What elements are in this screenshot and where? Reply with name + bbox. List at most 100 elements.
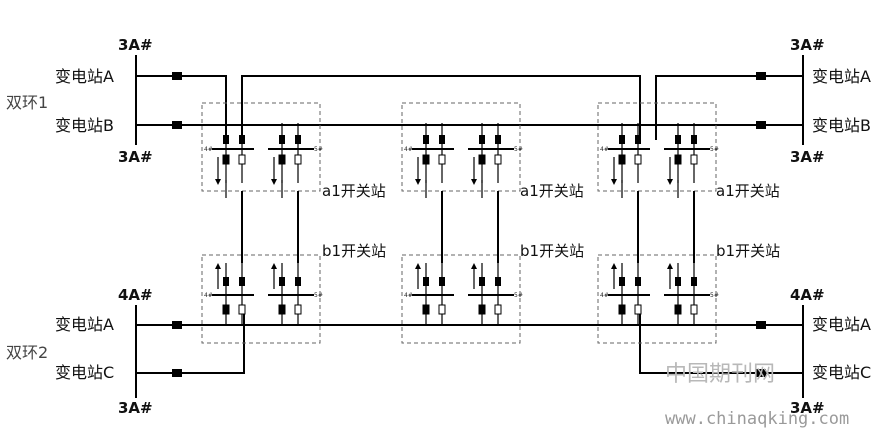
right-station-b: 变电站B	[812, 116, 871, 135]
watermark-chinese: 中国期刊网	[665, 362, 775, 387]
bay-breaker-bottom-b2-1	[438, 304, 446, 315]
arrow-down-icon-a3-1	[667, 179, 673, 185]
bay-breaker-top-a3-1	[635, 135, 641, 144]
bay-breaker-bottom-a2-2	[478, 154, 486, 165]
watermark-url: www.chinaqking.com	[665, 409, 849, 429]
bay-breaker-bottom-a3-0	[618, 154, 626, 165]
left-ring2-bus-bottom: 3A#	[118, 399, 153, 417]
arrow-up-icon-b3-0	[611, 263, 617, 269]
bay-breaker-top-b1-2	[279, 277, 285, 286]
breaker-left-c2	[172, 369, 182, 377]
bus-5-label-b1: 5#	[314, 292, 323, 299]
bay-breaker-bottom-b3-2	[674, 304, 682, 315]
left-ring2-bus-top: 4A#	[118, 286, 153, 304]
bus-4-label-a2: 4#	[404, 146, 413, 153]
bus-5-label-b3: 5#	[710, 292, 719, 299]
bay-breaker-bottom-a3-3	[690, 154, 698, 165]
breaker-right-a2	[756, 321, 766, 329]
left-station-c: 变电站C	[55, 363, 114, 382]
ring1-feeder-a-mid	[241, 75, 641, 140]
switch-station-frame-a3	[597, 102, 717, 192]
switch-station-frame-b2	[401, 254, 521, 344]
breaker-right-b1	[756, 121, 766, 129]
arrow-up-icon-b3-1	[667, 263, 673, 269]
station3-lower-label: b1开关站	[716, 242, 780, 260]
bay-breaker-top-a3-3	[691, 135, 697, 144]
bay-breaker-bottom-a1-1	[238, 154, 246, 165]
breaker-left-b1	[172, 121, 182, 129]
bay-breaker-bottom-a3-1	[634, 154, 642, 165]
right-station-a: 变电站A	[812, 67, 871, 86]
bay-breaker-bottom-b3-1	[634, 304, 642, 315]
left-ring1-bus-bottom: 3A#	[118, 148, 153, 166]
bay-breaker-bottom-a3-2	[674, 154, 682, 165]
station1-lower-label: b1开关站	[322, 242, 386, 260]
bay-breaker-top-a2-1	[439, 135, 445, 144]
right-ring2-bus-bottom: 3A#	[790, 399, 825, 417]
bay-breaker-bottom-b1-1	[238, 304, 246, 315]
station3-upper-label: a1开关站	[716, 182, 780, 200]
bay-breaker-top-b2-0	[423, 277, 429, 286]
bay-breaker-top-b2-2	[479, 277, 485, 286]
bay-breaker-bottom-a2-3	[494, 154, 502, 165]
bay-breaker-top-b2-3	[495, 277, 501, 286]
bus-5-label-a2: 5#	[514, 146, 523, 153]
bus-5-label-a3: 5#	[710, 146, 719, 153]
arrow-up-icon-b1-0	[215, 263, 221, 269]
left-station-b: 变电站B	[55, 116, 114, 135]
ring2-feeder-c-left	[136, 312, 245, 374]
arrow-down-icon-a2-0	[415, 179, 421, 185]
switch-station-frame-b1	[201, 254, 321, 344]
bay-breaker-bottom-b2-2	[478, 304, 486, 315]
bay-breaker-top-a2-3	[495, 135, 501, 144]
bay-breaker-bottom-b3-3	[690, 304, 698, 315]
breaker-left-a2	[172, 321, 182, 329]
bay-breaker-bottom-b1-3	[294, 304, 302, 315]
bus-4-label-b3: 4#	[600, 292, 609, 299]
bay-breaker-top-b2-1	[439, 277, 445, 286]
bay-breaker-bottom-b1-2	[278, 304, 286, 315]
bus-4-label-a1: 4#	[204, 146, 213, 153]
station2-lower-label: b1开关站	[520, 242, 584, 260]
bay-breaker-bottom-a2-0	[422, 154, 430, 165]
bay-breaker-top-b1-1	[239, 277, 245, 286]
bay-breaker-top-a1-1	[239, 135, 245, 144]
bay-breaker-top-b3-1	[635, 277, 641, 286]
bay-breaker-top-b1-0	[223, 277, 229, 286]
bay-breaker-top-b3-0	[619, 277, 625, 286]
arrow-up-icon-b2-0	[415, 263, 421, 269]
right-station-c: 变电站C	[812, 363, 871, 382]
right-ring1-bus-bottom: 3A#	[790, 148, 825, 166]
bus-4-label-a3: 4#	[600, 146, 609, 153]
station1-upper-label: a1开关站	[322, 182, 386, 200]
ring2-feeder-c-right	[639, 312, 803, 374]
right-ring2-bus-top: 4A#	[790, 286, 825, 304]
bay-breaker-bottom-b2-0	[422, 304, 430, 315]
bay-breaker-top-a2-0	[423, 135, 429, 144]
ring1-feeder-a-left	[136, 75, 227, 140]
bus-4-label-b1: 4#	[204, 292, 213, 299]
bay-breaker-top-b1-3	[295, 277, 301, 286]
arrow-down-icon-a3-0	[611, 179, 617, 185]
bay-breaker-bottom-b2-3	[494, 304, 502, 315]
breaker-right-c2	[756, 369, 766, 377]
bay-breaker-bottom-a1-3	[294, 154, 302, 165]
bay-breaker-bottom-a1-2	[278, 154, 286, 165]
arrow-down-icon-a1-1	[271, 179, 277, 185]
right-station-a2: 变电站A	[812, 315, 871, 334]
arrow-down-icon-a1-0	[215, 179, 221, 185]
left-station-a2: 变电站A	[55, 315, 114, 334]
breaker-left-a1	[172, 72, 182, 80]
bay-breaker-top-a2-2	[479, 135, 485, 144]
bay-breaker-top-a3-0	[619, 135, 625, 144]
arrow-up-icon-b2-1	[471, 263, 477, 269]
bay-breaker-top-a1-0	[223, 135, 229, 144]
switch-station-frame-b3	[597, 254, 717, 344]
breaker-right-a1	[756, 72, 766, 80]
bus-5-label-b2: 5#	[514, 292, 523, 299]
bay-breaker-top-a3-2	[675, 135, 681, 144]
bay-breaker-bottom-b1-0	[222, 304, 230, 315]
bay-breaker-top-a1-2	[279, 135, 285, 144]
station2-upper-label: a1开关站	[520, 182, 584, 200]
bay-breaker-bottom-a1-0	[222, 154, 230, 165]
